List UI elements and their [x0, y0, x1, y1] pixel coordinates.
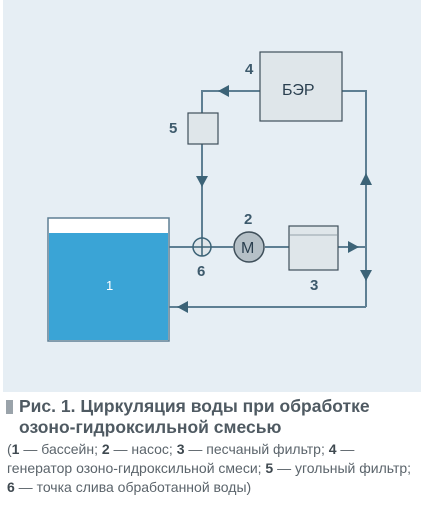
sand-filter-number: 3 — [310, 277, 318, 294]
arrow-down-right — [360, 270, 372, 281]
pump-symbol: М — [241, 240, 254, 257]
drain-point: 6 — [192, 237, 212, 280]
pipe-right-upper — [342, 90, 367, 247]
legend-entry-5: 5 — угольный фильтр; — [265, 460, 412, 476]
pipe-top — [201, 90, 260, 113]
figure-caption: Рис. 1. Циркуляция воды при обработке оз… — [6, 396, 418, 497]
pump: М 2 — [233, 211, 265, 263]
legend-entry-3: 3 — песчаный фильтр; — [176, 441, 329, 457]
flow-arrows — [177, 85, 372, 313]
pipes — [168, 90, 367, 308]
legend-entry-6: 6 — точка слива обработанной воды) — [7, 479, 252, 495]
legend-entry-2: 2 — насос; — [101, 441, 177, 457]
caption-marker — [6, 400, 13, 414]
carbon-filter: 5 — [169, 112, 219, 145]
legend-entry-4: 4 — генератор озоно-гидроксильной смеси; — [7, 441, 355, 476]
pool-water — [49, 233, 168, 340]
caption-title: Рис. 1. Циркуляция воды при обработке оз… — [19, 396, 370, 437]
diagram-panel: 1 6 М 2 3 5 БЭР 4 — [3, 0, 421, 392]
arrow-down-filter — [196, 176, 208, 187]
ozone-generator-label: БЭР — [282, 82, 315, 99]
legend-entry-1: 1 — бассейн; — [11, 441, 102, 457]
pool-number: 1 — [106, 278, 113, 293]
arrow-right-supply — [348, 241, 359, 253]
arrow-left-return — [177, 301, 188, 313]
carbon-filter-number: 5 — [169, 120, 177, 137]
circulation-diagram: 1 6 М 2 3 5 БЭР 4 — [47, 51, 372, 342]
ozone-generator-number: 4 — [245, 61, 254, 78]
sand-filter: 3 — [288, 225, 339, 294]
pool: 1 — [47, 217, 170, 342]
drain-point-number: 6 — [197, 263, 205, 280]
caption-title-row: Рис. 1. Циркуляция воды при обработке оз… — [6, 396, 418, 438]
pump-number: 2 — [244, 211, 252, 228]
arrow-left-top — [218, 85, 229, 97]
caption-legend: (1 — бассейн; 2 — насос; 3 — песчаный фи… — [7, 441, 412, 495]
arrow-up-right — [360, 173, 372, 185]
ozone-generator: БЭР 4 — [245, 51, 343, 122]
